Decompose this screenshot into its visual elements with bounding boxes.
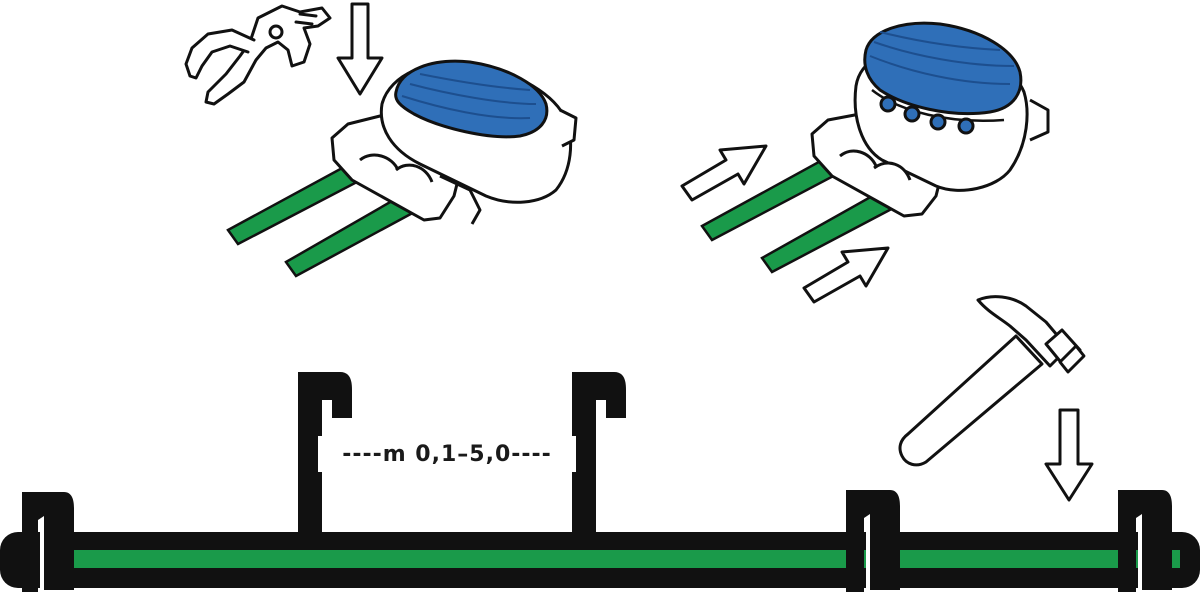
- ground-peg-icon: [846, 490, 900, 592]
- ground-peg-icon: [572, 372, 626, 536]
- arrow-down-icon: [336, 2, 384, 96]
- ground-peg-icon: [298, 372, 352, 536]
- ground-peg-icon: [1118, 490, 1172, 592]
- arrow-down-icon: [1044, 408, 1094, 502]
- spacing-label: ----m 0,1–5,0----: [318, 436, 576, 472]
- boundary-wire: [0, 532, 1200, 588]
- pliers-icon: [184, 4, 332, 106]
- wire-connector-icon: [330, 59, 578, 225]
- arrow-push-icon: [802, 246, 890, 304]
- hammer-icon: [898, 295, 1086, 467]
- wire-connector-icon: [810, 21, 1050, 218]
- arrow-push-icon: [680, 144, 768, 202]
- ground-peg-icon: [22, 492, 74, 592]
